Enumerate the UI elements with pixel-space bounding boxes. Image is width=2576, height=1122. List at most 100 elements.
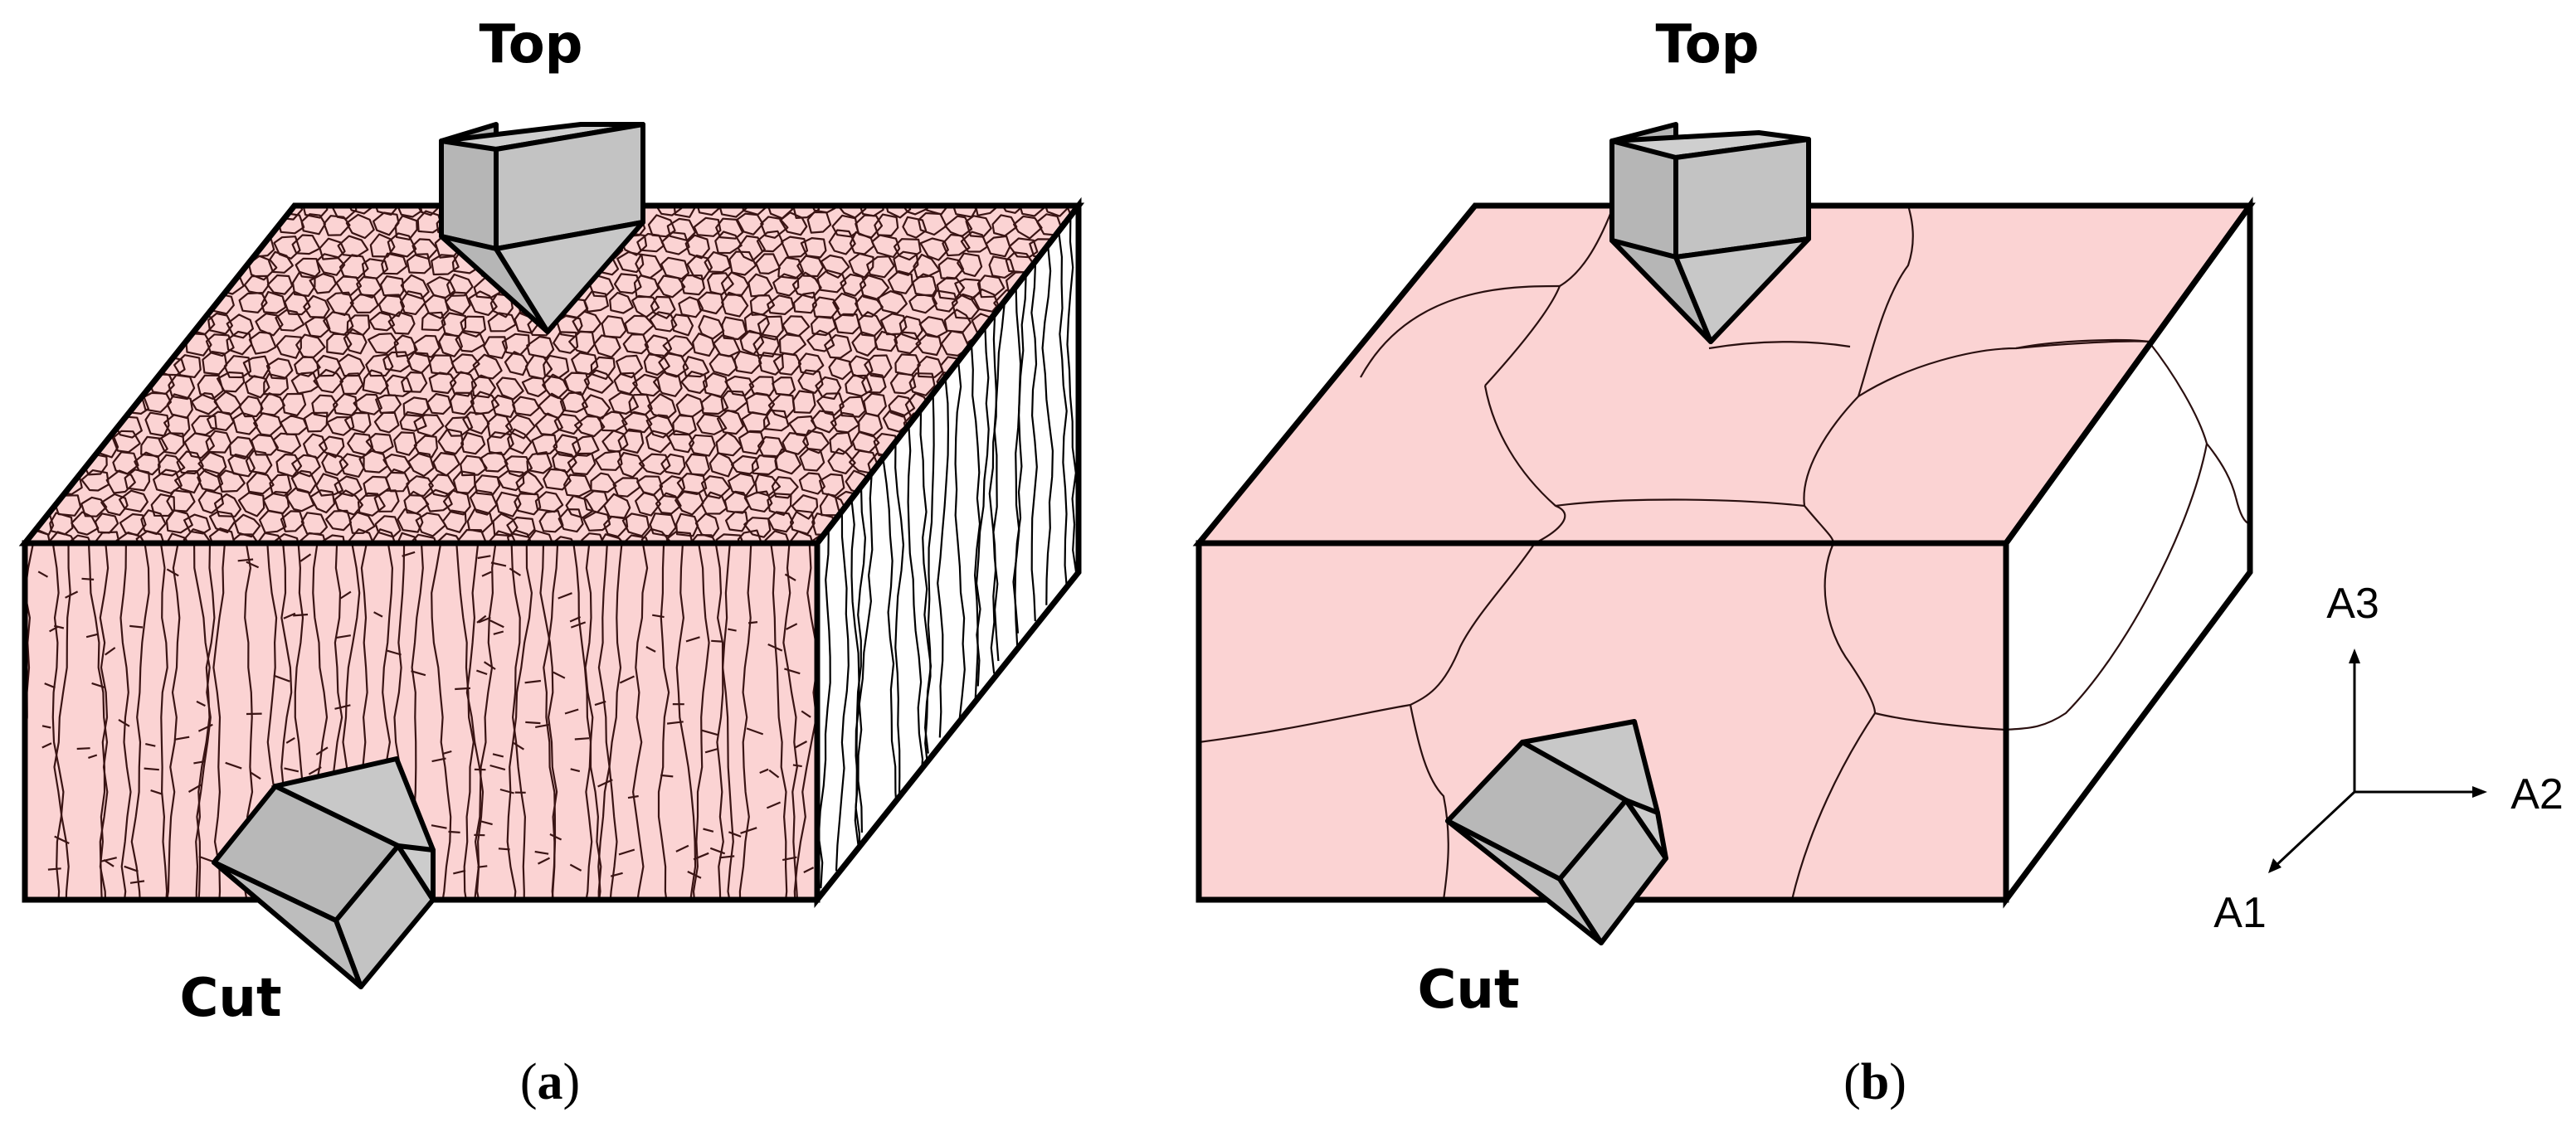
columnar-link	[411, 670, 426, 677]
panel-b-top-label: Top	[1656, 14, 1760, 75]
grain-cell	[526, 335, 555, 359]
columnar-boundary	[212, 543, 226, 900]
grain-cell	[290, 372, 319, 395]
grain-cell	[313, 368, 344, 394]
columnar-link	[666, 721, 684, 725]
columnar-link	[570, 768, 581, 773]
grain-cell	[445, 291, 471, 315]
grain-cell	[490, 394, 516, 418]
grain-cell	[294, 356, 321, 377]
columnar-boundary	[465, 543, 485, 900]
grain-cell	[676, 473, 708, 495]
side-columnar-boundary	[937, 377, 949, 738]
grain-cell	[792, 291, 817, 314]
columnar-boundary	[770, 543, 788, 900]
grain-cell	[767, 294, 795, 315]
grain-cell	[616, 451, 645, 478]
side-columnar-boundary	[857, 472, 874, 833]
grain-cell	[599, 533, 627, 543]
columnar-boundary	[597, 543, 618, 900]
grain-cell	[660, 256, 690, 280]
columnar-link	[144, 767, 159, 771]
grain-cell	[208, 510, 236, 533]
grain-cell	[720, 271, 750, 296]
grain-cell	[446, 273, 474, 297]
grain-cell	[197, 374, 224, 401]
columnar-link	[535, 723, 551, 728]
grain-cell	[772, 352, 802, 376]
side-columnar-boundary	[992, 300, 1006, 662]
grain-cell	[396, 532, 421, 543]
grain-cell	[871, 234, 901, 259]
grain-cell	[737, 529, 764, 543]
grain-cell	[348, 511, 376, 534]
grain-cell	[716, 409, 744, 435]
columnar-boundary	[166, 543, 181, 900]
grain-cell	[684, 234, 710, 260]
columnar-link	[431, 824, 447, 829]
grain-cell	[255, 313, 284, 337]
grain-cell	[217, 371, 246, 393]
columnar-link	[489, 764, 506, 771]
grain-cell	[645, 430, 672, 454]
grain-cell	[728, 472, 756, 497]
panel-b-block	[1192, 197, 2256, 909]
grain-cell	[385, 374, 413, 397]
columnar-link	[627, 794, 639, 799]
grain-cell	[373, 211, 400, 236]
grain-cell	[397, 206, 423, 218]
grain-cell	[173, 354, 202, 378]
grain-cell	[365, 433, 394, 454]
grain-cell	[940, 330, 971, 357]
grain-cell	[715, 217, 744, 240]
columnar-link	[251, 771, 261, 780]
columnar-boundary	[119, 543, 132, 900]
grain-cell	[908, 294, 937, 314]
grain-cell	[840, 273, 867, 297]
side-columnar-boundary	[894, 441, 904, 803]
columnar-link	[65, 590, 79, 599]
grain-cell	[796, 255, 825, 278]
grain-cell	[572, 310, 602, 333]
grain-cell	[815, 376, 842, 401]
grain-cell	[168, 374, 196, 401]
grain-cell	[431, 254, 460, 276]
grain-cell	[291, 234, 321, 255]
grain-cell	[245, 449, 273, 475]
grain-cell	[197, 451, 227, 478]
panel-a-side-face	[817, 206, 1079, 900]
grain-cell	[507, 529, 532, 543]
grain-cell	[197, 469, 224, 492]
grain-cell	[887, 270, 913, 294]
grain-cell	[237, 492, 265, 517]
columnar-link	[100, 857, 117, 862]
grain-cell	[348, 528, 376, 543]
panel-b-grain-boundaries	[1198, 205, 2251, 901]
grain-cell	[553, 413, 583, 435]
grain-cell	[571, 352, 599, 376]
grain-cell	[183, 513, 212, 535]
grain-cell	[720, 390, 748, 413]
grain-cell	[276, 206, 304, 221]
columnar-link	[747, 621, 758, 624]
columnar-link	[129, 624, 144, 629]
side-columnar-boundary	[1014, 286, 1023, 647]
columnar-link	[784, 668, 801, 675]
columnar-boundary	[597, 543, 623, 900]
grain-cell	[399, 290, 426, 315]
grain-cell	[811, 410, 837, 434]
grain-cell	[851, 331, 877, 357]
grain-cell	[552, 450, 577, 474]
grain-cell	[512, 396, 540, 416]
columnar-link	[618, 848, 635, 856]
grain-cell	[326, 333, 353, 356]
columnar-link	[85, 633, 100, 639]
columnar-link	[728, 831, 742, 838]
columnar-link	[597, 779, 613, 788]
grain-cell	[601, 315, 627, 338]
grain-cell	[368, 311, 396, 332]
grain-cell	[153, 469, 183, 494]
grain-cell	[406, 253, 432, 274]
grain-cell	[806, 329, 835, 352]
columnar-link	[41, 742, 52, 749]
